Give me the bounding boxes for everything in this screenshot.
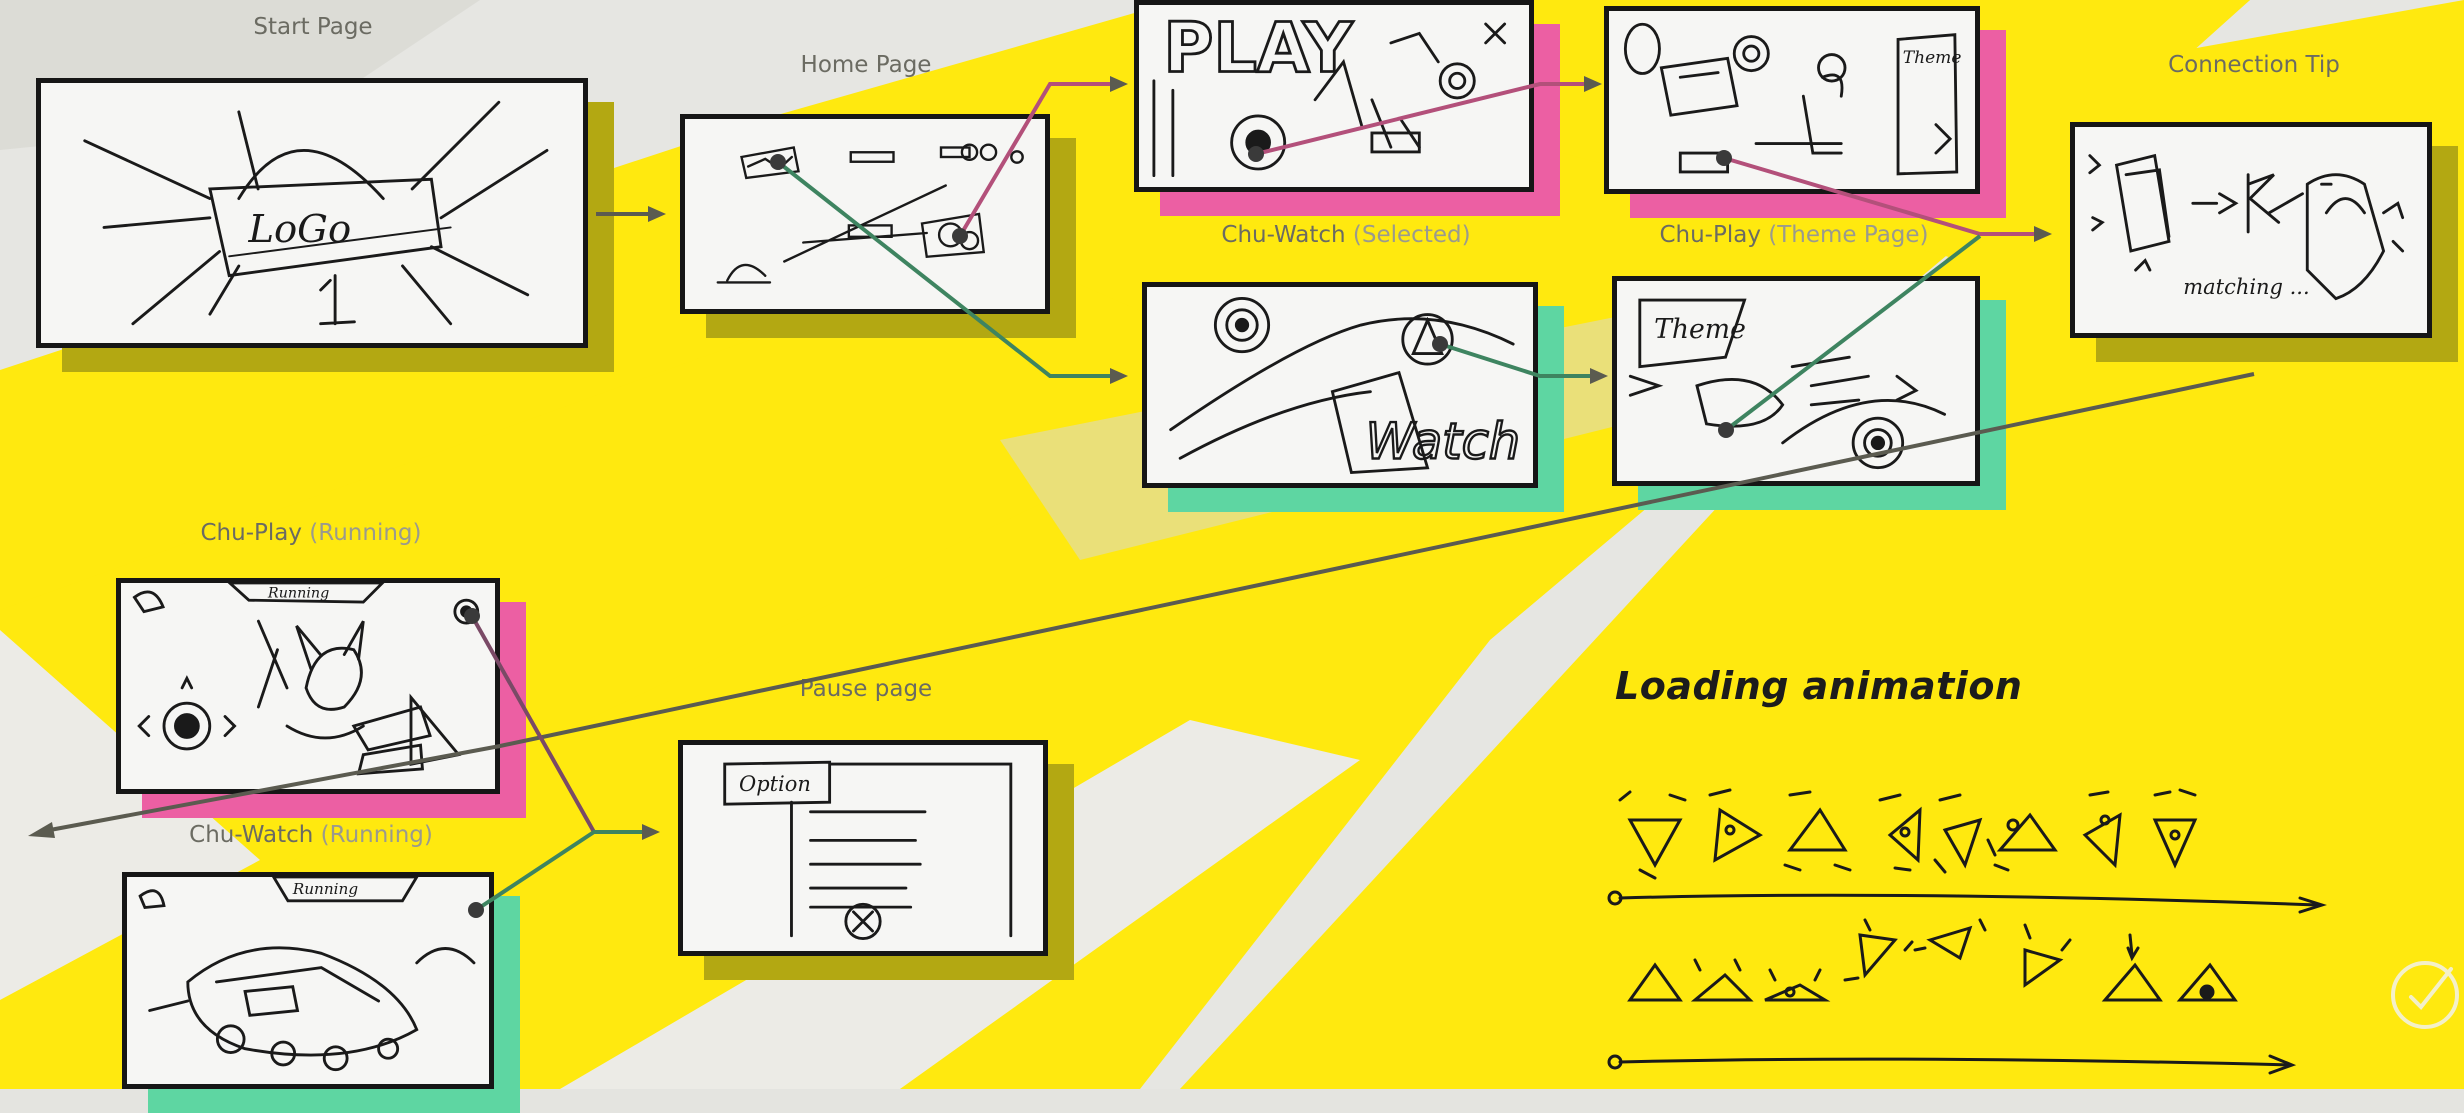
triangle-icon bbox=[2105, 935, 2160, 1000]
label-home-page: Home Page bbox=[801, 52, 932, 78]
triangle-icon bbox=[1630, 965, 1680, 1000]
screen-chu-watch-selected[interactable]: Watch bbox=[1142, 282, 1538, 488]
sketch-panel: LoGo bbox=[36, 78, 588, 348]
label-connection-tip: Connection Tip bbox=[2168, 52, 2340, 78]
screen-chu-play-theme[interactable]: Theme bbox=[1612, 276, 1980, 486]
svg-text:matching ...: matching ... bbox=[2183, 275, 2309, 299]
screen-play-theme-top[interactable]: Theme bbox=[1604, 6, 1980, 194]
triangle-icon bbox=[2085, 792, 2120, 865]
sketch-panel: Option bbox=[678, 740, 1048, 956]
loading-animation-sketch bbox=[1600, 770, 2380, 1080]
svg-text:Running: Running bbox=[292, 880, 359, 898]
svg-text:Watch: Watch bbox=[1366, 412, 1520, 470]
screen-chu-watch-running[interactable]: Running bbox=[122, 872, 494, 1089]
triangle-icon bbox=[1935, 795, 1995, 872]
arrow-icon bbox=[1609, 892, 2322, 912]
label-chu-play-running: Chu-Play (Running) bbox=[201, 520, 422, 546]
triangle-icon bbox=[1695, 960, 1750, 1000]
label-chu-watch-selected: Chu-Watch (Selected) bbox=[1221, 222, 1470, 248]
triangle-icon bbox=[1845, 920, 1912, 980]
arrow-icon bbox=[1609, 1056, 2292, 1073]
loading-animation-heading: Loading animation bbox=[1615, 664, 2022, 708]
triangle-icon bbox=[1880, 795, 1920, 870]
sketch-panel: Running bbox=[122, 872, 494, 1089]
triangle-icon bbox=[2180, 965, 2235, 1000]
svg-text:LoGo: LoGo bbox=[247, 207, 351, 252]
screen-connection-tip[interactable]: matching ... bbox=[2070, 122, 2432, 338]
check-circle-icon bbox=[2385, 955, 2464, 1035]
triangle-icon bbox=[1995, 815, 2055, 870]
triangle-icon bbox=[1620, 792, 1685, 878]
sketch-panel bbox=[680, 114, 1050, 314]
sketch-panel: Theme bbox=[1612, 276, 1980, 486]
svg-text:Theme: Theme bbox=[1654, 314, 1746, 345]
label-chu-play-theme: Chu-Play (Theme Page) bbox=[1659, 222, 1928, 248]
sketch-panel: PLAY bbox=[1134, 0, 1534, 192]
triangle-icon bbox=[2155, 790, 2195, 865]
label-chu-watch-running: Chu-Watch (Running) bbox=[189, 822, 433, 848]
triangle-icon bbox=[2025, 925, 2070, 985]
sketch-panel: Running bbox=[116, 578, 500, 794]
screen-start-page[interactable]: LoGo bbox=[36, 78, 588, 348]
triangle-icon bbox=[1915, 920, 1985, 958]
screen-play-selected[interactable]: PLAY bbox=[1134, 0, 1534, 192]
svg-text:Option: Option bbox=[739, 772, 811, 796]
svg-text:Running: Running bbox=[267, 585, 329, 601]
screen-pause-page[interactable]: Option bbox=[678, 740, 1048, 956]
screen-home-page[interactable] bbox=[680, 114, 1050, 314]
sketch-panel: matching ... bbox=[2070, 122, 2432, 338]
triangle-icon bbox=[1785, 792, 1850, 870]
svg-text:Theme: Theme bbox=[1903, 48, 1962, 68]
triangle-icon bbox=[1765, 970, 1825, 1000]
screen-chu-play-running[interactable]: Running bbox=[116, 578, 500, 794]
sketch-panel: Watch bbox=[1142, 282, 1538, 488]
triangle-icon bbox=[1710, 790, 1760, 860]
sketch-panel: Theme bbox=[1604, 6, 1980, 194]
svg-text:PLAY: PLAY bbox=[1163, 9, 1354, 88]
label-pause-page: Pause page bbox=[800, 676, 932, 702]
label-start-page: Start Page bbox=[253, 14, 372, 40]
